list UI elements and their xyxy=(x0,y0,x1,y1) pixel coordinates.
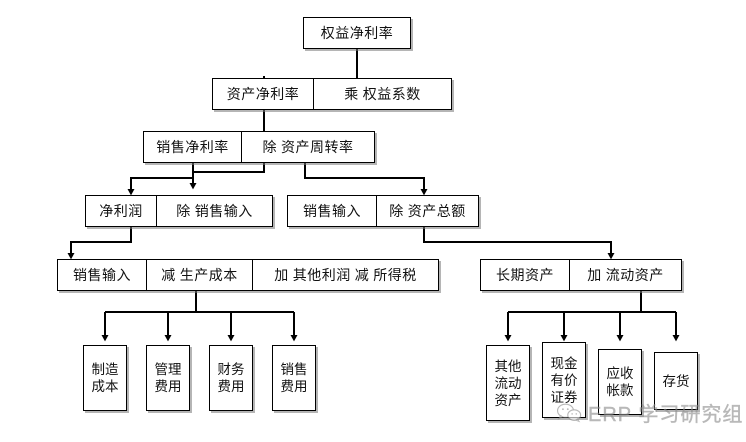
leaf-manufacturing-cost[interactable]: 制造 成本 xyxy=(83,345,127,411)
node-sales-assets[interactable]: 销售输入 除 资产总额 xyxy=(287,195,479,227)
leaf-other-current-assets[interactable]: 其他 流动 资产 xyxy=(486,345,530,421)
node-roe[interactable]: 权益净利率 xyxy=(303,17,411,49)
leaf-admin-expense[interactable]: 管理 费用 xyxy=(146,345,190,411)
node-total-assets-cell: 除 资产总额 xyxy=(376,196,478,226)
node-sales-input-cell: 除 销售输入 xyxy=(156,196,272,226)
leaf-admin-expense-label: 管理 费用 xyxy=(154,362,182,394)
leaf-other-current-assets-label: 其他 流动 资产 xyxy=(494,358,522,408)
node-net-profit-cell: 净利润 xyxy=(99,205,143,220)
node-margin-turnover[interactable]: 销售净利率 除 资产周转率 xyxy=(143,131,375,163)
leaf-accounts-receivable[interactable]: 应收 帐款 xyxy=(598,349,642,415)
node-asset-turnover-cell: 除 资产周转率 xyxy=(241,132,374,162)
leaf-inventory-label: 存货 xyxy=(662,373,690,389)
node-roe-cell-0: 权益净利率 xyxy=(320,27,394,42)
leaf-selling-expense-label: 销售 费用 xyxy=(280,362,308,394)
node-other-profit-tax-cell: 加 其他利润 减 所得税 xyxy=(252,260,438,290)
node-sales-input-2-cell: 销售输入 xyxy=(303,205,361,220)
watermark-text: ERP 学习研究组 xyxy=(588,404,744,426)
node-roa-cell: 资产净利率 xyxy=(226,88,300,103)
node-net-margin-cell: 销售净利率 xyxy=(156,141,229,156)
leaf-manufacturing-cost-label: 制造 成本 xyxy=(91,362,119,394)
leaf-selling-expense[interactable]: 销售 费用 xyxy=(272,345,316,411)
leaf-cash-securities-label: 现金 有价 证券 xyxy=(550,355,578,405)
node-production-cost-cell: 减 生产成本 xyxy=(146,260,252,290)
leaf-finance-expense[interactable]: 财务 费用 xyxy=(209,345,253,411)
node-asset-breakdown[interactable]: 长期资产 加 流动资产 xyxy=(480,259,682,291)
leaf-accounts-receivable-label: 应收 帐款 xyxy=(606,366,634,398)
leaf-inventory[interactable]: 存货 xyxy=(654,352,698,410)
node-cost-breakdown[interactable]: 销售输入 减 生产成本 加 其他利润 减 所得税 xyxy=(57,259,439,291)
node-netprofit-sales[interactable]: 净利润 除 销售输入 xyxy=(85,195,273,227)
node-equity-multiplier-cell: 乘 权益系数 xyxy=(313,79,451,109)
node-roa-equity-multiplier[interactable]: 资产净利率 乘 权益系数 xyxy=(212,78,452,110)
node-sales-input-3-cell: 销售输入 xyxy=(73,269,131,284)
node-long-term-assets-cell: 长期资产 xyxy=(496,269,554,284)
watermark: ERP 学习研究组 xyxy=(556,398,743,427)
node-current-assets-cell: 加 流动资产 xyxy=(569,260,681,290)
wechat-icon xyxy=(556,402,582,423)
leaf-finance-expense-label: 财务 费用 xyxy=(217,362,245,394)
